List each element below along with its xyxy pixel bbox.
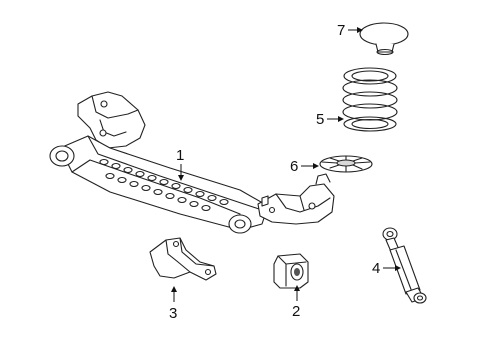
- coil-spring: [342, 67, 398, 132]
- callout-label-4: 4: [372, 260, 380, 277]
- callout-label-1: 1: [176, 147, 184, 164]
- beam-holes: [99, 158, 229, 212]
- bump-stop-cap: [359, 22, 409, 56]
- spring-insulator: [319, 155, 373, 173]
- callout-label-2: 2: [292, 303, 300, 320]
- axle-beam: [49, 91, 335, 234]
- bushing: [273, 253, 309, 289]
- callout-2: 2: [292, 285, 300, 320]
- callout-1: 1: [176, 147, 184, 181]
- callout-label-6: 6: [290, 158, 298, 175]
- callout-3: 3: [169, 286, 177, 322]
- bracket: [149, 237, 217, 281]
- callout-5: 5: [316, 111, 344, 128]
- callout-6: 6: [290, 158, 319, 175]
- callout-label-3: 3: [169, 305, 177, 322]
- callout-7: 7: [337, 22, 363, 39]
- shock-absorber: [382, 227, 427, 304]
- callout-label-7: 7: [337, 22, 345, 39]
- callout-4: 4: [372, 260, 401, 277]
- callout-label-5: 5: [316, 111, 324, 128]
